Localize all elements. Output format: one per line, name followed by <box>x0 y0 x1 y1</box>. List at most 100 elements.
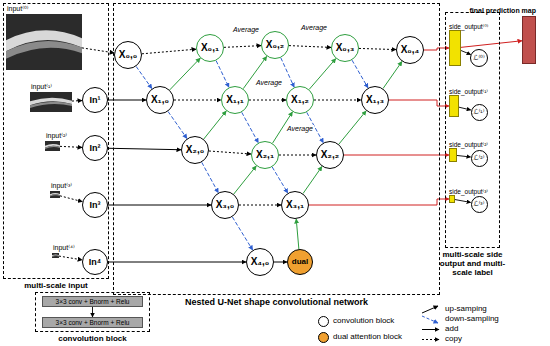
legend-sample <box>420 304 442 315</box>
node-label: X₂,₁ <box>256 149 274 161</box>
side-output-bar: side_output⁽²⁾ <box>449 148 457 162</box>
node-label: In⁴ <box>89 257 101 267</box>
connector <box>389 100 449 106</box>
connector <box>279 155 316 156</box>
connector <box>234 166 257 194</box>
connector <box>204 111 227 139</box>
connector <box>108 205 211 206</box>
conv-block-circle: X₀,₄ <box>396 36 424 64</box>
connector <box>296 219 299 249</box>
side-output-bar: side_output⁽³⁾ <box>449 195 455 203</box>
loss-circle: ℒ⁽²⁾ <box>471 150 488 167</box>
node-label: input⁽³⁾ <box>50 182 73 190</box>
connector <box>274 262 287 263</box>
legend-sample <box>420 334 442 345</box>
legend-text: down-sampling <box>445 314 499 323</box>
output-panel: multi-scale side output and multi-scale … <box>445 12 500 248</box>
legend-sample <box>420 314 442 325</box>
connector <box>249 100 286 101</box>
connector <box>239 205 281 206</box>
oct-ground <box>30 92 72 112</box>
legend-arrow <box>422 329 439 330</box>
connector <box>309 199 449 205</box>
connector <box>314 100 361 101</box>
conv-block-circle: X₁,₂ <box>286 86 314 114</box>
node-label: X₁,₃ <box>366 94 384 106</box>
node-label: Nested U-Net shape convolutional network <box>185 297 368 307</box>
oct-illustration <box>50 191 60 198</box>
connector <box>461 51 471 55</box>
legend-sample <box>420 324 442 335</box>
connector <box>272 167 288 193</box>
node-label: X₁,₂ <box>291 94 309 106</box>
connector <box>303 166 322 193</box>
oct-ground <box>52 253 59 258</box>
conv-block-circle: X₂,₂ <box>316 141 344 169</box>
connector <box>289 46 331 48</box>
conv-layer-box: 3×3 conv + Bnorm + Relu <box>42 317 143 328</box>
conv-block-circle: X₀,₃ <box>331 34 359 62</box>
conv-block-circle: X₃,₀ <box>211 191 239 219</box>
conv-block-circle: X₁,₀ <box>146 86 174 114</box>
conv-block-circle: X₃,₁ <box>281 191 309 219</box>
oct-band <box>30 102 72 108</box>
node-label: side_output⁽³⁾ <box>449 188 488 195</box>
legend-row: copy <box>420 333 462 345</box>
node-label: ℒ⁽³⁾ <box>474 200 485 208</box>
input-image: input⁽¹⁾ <box>30 92 72 112</box>
oct-band <box>50 193 60 196</box>
node-label: ℒ⁽⁰⁾ <box>473 54 484 62</box>
legend-text: copy <box>445 334 462 343</box>
legend-row: convolution block <box>318 315 394 327</box>
connector <box>339 111 366 144</box>
conv-layer-box: 3×3 conv + Bnorm + Relu <box>42 296 143 307</box>
connector <box>108 148 181 149</box>
connector <box>72 100 82 101</box>
node-label: ℒ⁽¹⁾ <box>474 108 485 116</box>
conv-block-circle: X₂,₁ <box>251 141 279 169</box>
scale-input-circle: In³ <box>82 192 108 218</box>
network-panel: Nested U-Net shape convolutional network… <box>113 3 440 295</box>
loss-circle: ℒ⁽¹⁾ <box>471 104 488 121</box>
prediction-map: final prediction map <box>522 16 536 64</box>
oct-illustration <box>30 92 72 112</box>
node-label: final prediction map <box>469 7 536 15</box>
connector <box>457 155 471 157</box>
node-label: X₁,₀ <box>151 94 169 106</box>
connector <box>224 46 261 48</box>
oct-band <box>52 254 59 256</box>
node-label: X₀,₄ <box>401 44 420 56</box>
legend-text: add <box>445 324 458 333</box>
node-label: side_output⁽²⁾ <box>449 141 488 148</box>
connector <box>242 112 259 142</box>
dual-attention-circle: dual <box>287 249 313 275</box>
oct-band <box>6 41 82 59</box>
connector <box>82 48 114 53</box>
legend-row: down-sampling <box>420 313 499 325</box>
node-label: input⁽¹⁾ <box>30 83 53 91</box>
connector <box>168 111 187 138</box>
connector <box>216 61 229 88</box>
node-label: dual <box>292 257 308 266</box>
node-label: input⁽⁰⁾ <box>6 5 29 13</box>
connector <box>383 61 402 88</box>
legend-circle <box>318 316 329 327</box>
connector <box>461 41 522 48</box>
connector <box>209 151 251 154</box>
oct-band <box>52 255 59 257</box>
connector <box>455 200 471 203</box>
node-label: convolution block <box>58 334 126 343</box>
connector <box>202 162 219 192</box>
conv-block-circle: X₁,₁ <box>221 86 249 114</box>
connector <box>232 217 252 250</box>
oct-illustration <box>52 253 59 258</box>
oct-band <box>45 146 60 149</box>
node-label: input⁽⁴⁾ <box>52 244 76 252</box>
legend-arrow <box>422 316 438 323</box>
scale-input-circle: In² <box>82 135 108 161</box>
input-image: input⁽⁴⁾ <box>52 253 59 258</box>
input-image: input⁽⁰⁾ <box>6 14 82 70</box>
node-label: multi-scale side output and multi-scale … <box>431 250 515 278</box>
node-label: ℒ⁽²⁾ <box>474 154 485 162</box>
loss-circle: ℒ⁽⁰⁾ <box>470 49 488 67</box>
